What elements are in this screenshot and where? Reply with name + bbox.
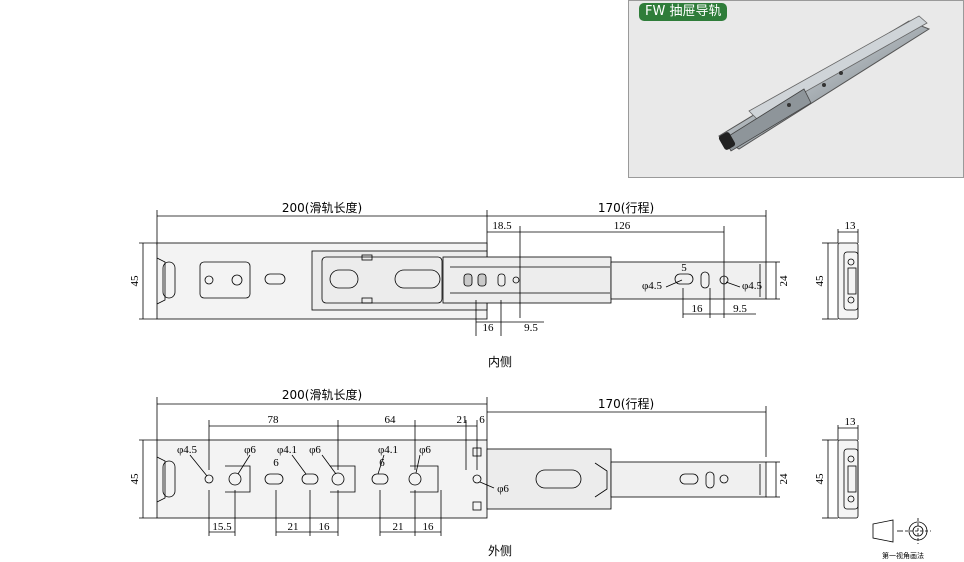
outer-dim-24: 24 — [778, 473, 790, 485]
outer-side-height: 45 — [814, 473, 826, 485]
outer-dim-21b: 21 — [393, 521, 404, 533]
outer-dim-16b: 16 — [423, 521, 435, 533]
inner-dim-9-5b: 9.5 — [733, 303, 747, 315]
outer-dim-64: 64 — [385, 414, 397, 426]
inner-mount-plate — [199, 261, 251, 299]
outer-side-section: 13 45 — [814, 416, 859, 519]
inner-dim-18-5: 18.5 — [492, 220, 512, 232]
outer-phi-4-5: φ4.5 — [177, 444, 198, 456]
inner-phi-4-5a: φ4.5 — [642, 280, 663, 292]
outer-dim-21-top: 21 — [457, 414, 468, 426]
outer-dim-45: 45 — [129, 473, 141, 485]
outer-outer-member — [156, 439, 488, 519]
inner-dim-16a: 16 — [483, 322, 495, 334]
inner-slide-extension — [610, 261, 767, 300]
inner-side-height: 45 — [814, 275, 826, 287]
photo-badge: FW 抽屉导轨 — [639, 3, 728, 21]
outer-view: 200(滑轨长度) 170(行程) 78 64 21 6 — [129, 387, 859, 558]
outer-phi-4-1b: φ4.1 — [378, 444, 398, 456]
inner-dim-126: 126 — [614, 220, 631, 232]
inner-end-slot — [162, 261, 176, 299]
inner-side-width: 13 — [845, 220, 857, 232]
outer-phi-4-1a: φ4.1 — [277, 444, 297, 456]
outer-dim-6b: 6 — [379, 457, 385, 469]
projection-symbol: 第一视角画法 — [872, 518, 931, 560]
outer-dim-16a: 16 — [319, 521, 331, 533]
outer-phi-6d: φ6 — [497, 483, 509, 495]
outer-phi-6a: φ6 — [244, 444, 256, 456]
outer-length-label: 200(滑轨长度) — [282, 387, 362, 402]
outer-phi-6c: φ6 — [419, 444, 431, 456]
inner-side-section: 13 45 — [814, 220, 859, 320]
drawer-slide-photo — [718, 15, 931, 152]
outer-phi-6b: φ6 — [309, 444, 321, 456]
inner-view: 200(滑轨长度) 170(行程) 18.5 126 — [129, 200, 859, 369]
inner-length-label: 200(滑轨长度) — [282, 200, 362, 215]
outer-dim-15-5: 15.5 — [212, 521, 232, 533]
outer-slide-extension — [610, 461, 767, 498]
outer-travel-label: 170(行程) — [598, 396, 654, 411]
outer-dim-6a: 6 — [273, 457, 279, 469]
inner-travel-label: 170(行程) — [598, 200, 654, 215]
inner-phi-4-5b: φ4.5 — [742, 280, 763, 292]
inner-dim-16b: 16 — [692, 303, 704, 315]
product-photo-panel: FW 抽屉导轨 — [628, 0, 964, 178]
inner-dim-45: 45 — [129, 275, 141, 287]
inner-dim-9-5a: 9.5 — [524, 322, 538, 334]
outer-dim-6-top: 6 — [479, 414, 485, 426]
outer-dim-78: 78 — [268, 414, 280, 426]
inner-dim-5: 5 — [681, 262, 687, 274]
inner-dim-24: 24 — [778, 275, 790, 287]
projection-symbol-label: 第一视角画法 — [882, 551, 924, 560]
outer-view-caption: 外侧 — [488, 544, 512, 558]
outer-middle-member — [486, 448, 612, 510]
outer-side-width: 13 — [845, 416, 857, 428]
outer-dim-21a: 21 — [288, 521, 299, 533]
inner-view-caption: 内侧 — [488, 355, 512, 369]
